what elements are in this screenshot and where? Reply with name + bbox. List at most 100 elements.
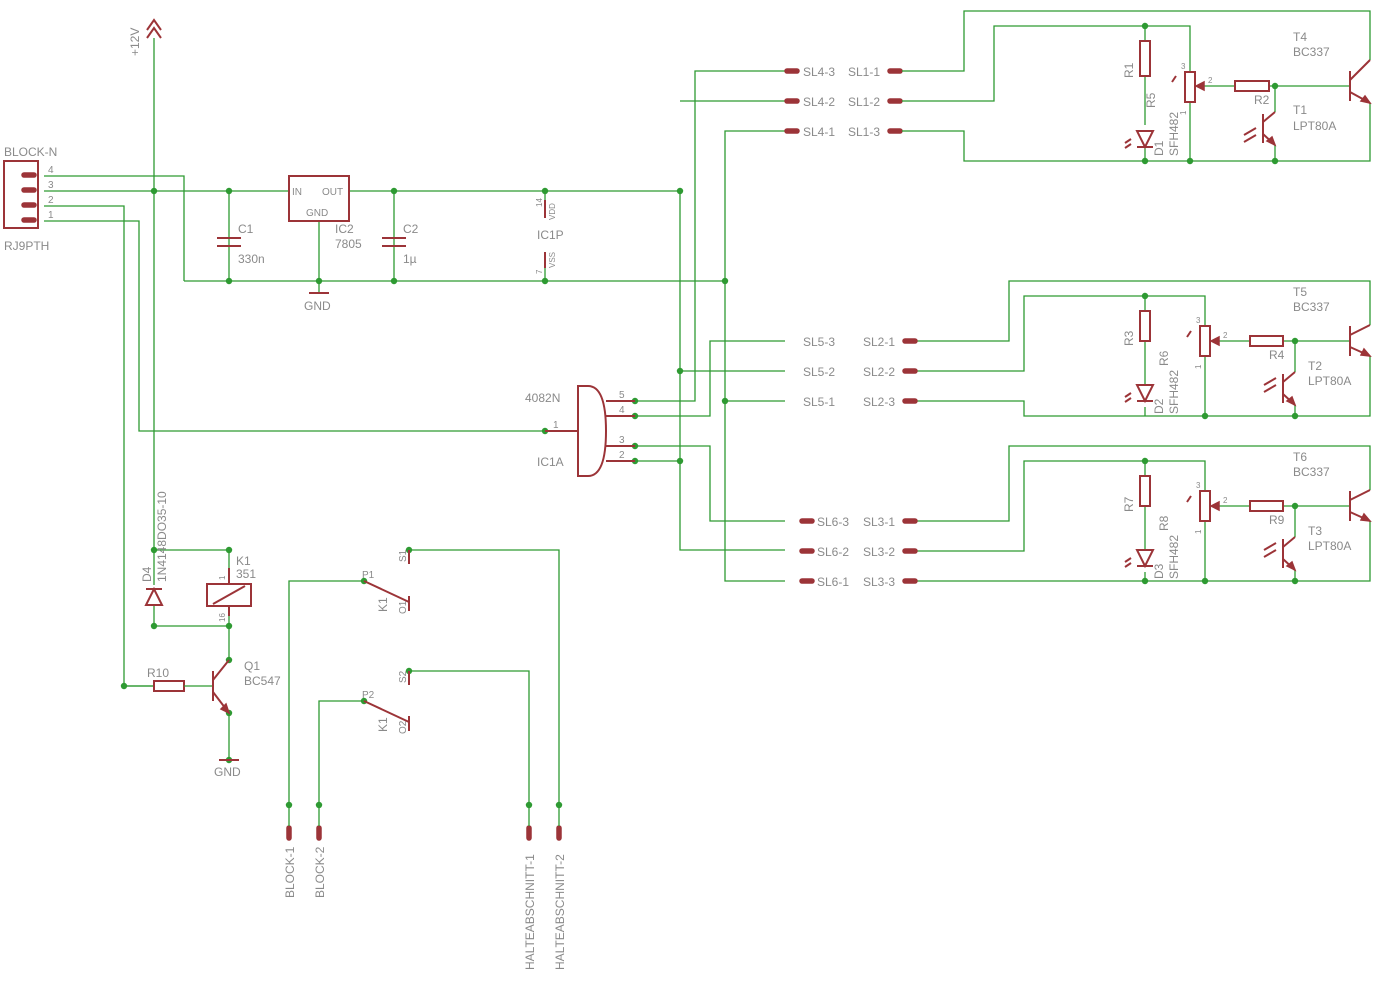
c1-value: 330n [238, 252, 265, 266]
sl3-2-label: SL3-2 [863, 545, 895, 559]
sl4-1-label: SL4-1 [803, 125, 835, 139]
pot1-pin-2: 2 [1208, 76, 1213, 85]
t5-name: T5 [1293, 285, 1307, 299]
t2-name: T2 [1308, 359, 1322, 373]
gate-pin-1: 1 [553, 420, 559, 431]
pot2-pin-3: 3 [1196, 316, 1201, 325]
connector-value: RJ9PTH [4, 239, 49, 253]
r3-name: R3 [1122, 330, 1136, 346]
q1-name: Q1 [244, 659, 260, 673]
resistor-r7 [1139, 475, 1151, 507]
c2-name: C2 [403, 222, 419, 236]
bridge-row-4: SL5-3 SL2-1 [803, 335, 918, 349]
t6-value: BC337 [1293, 465, 1330, 479]
d3-value: SFH482 [1167, 535, 1181, 579]
resistor-r3 [1139, 310, 1151, 342]
sl5-3-label: SL5-3 [803, 335, 835, 349]
switch-1-s: S1 [398, 549, 409, 562]
ic2-name: IC2 [335, 222, 354, 236]
potentiometer-r5 [1184, 71, 1196, 103]
t1-name: T1 [1293, 103, 1307, 117]
sensor-block-3: R7 R8 D3 SFH482 3 2 1 R9 T3 LPT80A T6 BC… [1122, 450, 1372, 579]
relay-value: 351 [236, 567, 256, 581]
output-block-2: BLOCK-2 [313, 846, 327, 898]
relay-switch-2: P2 S2 O2 K1 [362, 670, 410, 734]
capacitor-c1: C1 330n [217, 222, 265, 266]
potentiometer-r6 [1199, 325, 1211, 357]
sl6-1-label: SL6-1 [817, 575, 849, 589]
output-halteabschnitt-2: HALTEABSCHNITT-2 [553, 854, 567, 970]
resistor-r2 [1234, 80, 1270, 92]
wires-right [635, 10, 1371, 582]
gate-pin-5: 5 [619, 390, 625, 401]
bridge-row-1: SL4-3 SL1-1 [784, 65, 910, 79]
r9-name: R9 [1269, 513, 1285, 527]
output-block-1: BLOCK-1 [283, 846, 297, 898]
r4-name: R4 [1269, 348, 1285, 362]
resistor-r9 [1249, 500, 1284, 512]
t3-value: LPT80A [1308, 539, 1351, 553]
sl1-1-label: SL1-1 [848, 65, 880, 79]
gnd-label-1: GND [304, 299, 331, 313]
sl2-1-label: SL2-1 [863, 335, 895, 349]
sensor-block-2: R3 R6 D2 SFH482 3 2 1 R4 T2 LPT80A T5 BC… [1122, 285, 1372, 414]
gate-pin-4: 4 [619, 405, 625, 416]
sl6-3-label: SL6-3 [817, 515, 849, 529]
t1-value: LPT80A [1293, 119, 1336, 133]
pot1-pin-3: 3 [1181, 62, 1186, 71]
supply-12v-label: +12V [128, 28, 142, 56]
connector-pin-1: 1 [48, 210, 54, 221]
t2-value: LPT80A [1308, 374, 1351, 388]
sl3-3-label: SL3-3 [863, 575, 895, 589]
switch-1-o: O1 [398, 600, 409, 614]
d1-name: D1 [1152, 140, 1166, 156]
r10-name: R10 [147, 666, 169, 680]
ic1p-vdd-pin: 14 [535, 198, 544, 207]
pot2-pin-2: 2 [1223, 331, 1228, 340]
relay-k1: K1 351 1 16 [206, 554, 256, 622]
t3-name: T3 [1308, 524, 1322, 538]
r6-name: R6 [1157, 350, 1171, 366]
d3-name: D3 [1152, 563, 1166, 579]
pot2-pin-1: 1 [1194, 364, 1203, 369]
bridge-row-7: SL6-3 SL3-1 [799, 515, 918, 529]
gnd-label-2: GND [214, 765, 241, 779]
d4-value: 1N4148DO35-10 [155, 491, 169, 582]
ic1p-vdd: VDD [548, 203, 557, 220]
gate-name: IC1A [537, 455, 564, 469]
r5-name: R5 [1144, 92, 1158, 108]
led-d2 [1135, 384, 1155, 404]
gnd-symbol-2: GND [214, 759, 241, 779]
regulator-ic2: IN OUT GND IC2 7805 [288, 175, 362, 251]
gate-pin-2: 2 [619, 450, 625, 461]
diode-d4: D4 1N4148DO35-10 [140, 491, 169, 606]
switch-1-p: P1 [362, 570, 375, 581]
relay-switch-1: P1 S1 O1 K1 [362, 549, 410, 614]
output-halteabschnitt-1: HALTEABSCHNITT-1 [523, 854, 537, 970]
pot3-pin-1: 1 [1194, 529, 1203, 534]
d2-name: D2 [1152, 398, 1166, 414]
resistor-r10: R10 [124, 666, 213, 692]
bridge-row-8: SL6-2 SL3-2 [799, 545, 918, 559]
ic1p-vss-pin: 7 [535, 269, 544, 274]
d4-name: D4 [140, 566, 154, 582]
sl2-2-label: SL2-2 [863, 365, 895, 379]
sl5-2-label: SL5-2 [803, 365, 835, 379]
and-gate-ic1a: 4082N IC1A 5 4 1 3 2 [525, 385, 635, 477]
relay-pin-16: 16 [218, 613, 227, 622]
gate-type: 4082N [525, 391, 560, 405]
c2-value: 1µ [403, 252, 417, 266]
bridge-row-2: SL4-2 SL1-2 [784, 95, 910, 109]
pot1-pin-1: 1 [1179, 110, 1188, 115]
r8-name: R8 [1157, 515, 1171, 531]
bridge-row-5: SL5-2 SL2-2 [803, 365, 918, 379]
t4-name: T4 [1293, 30, 1307, 44]
switch-2-s: S2 [398, 670, 409, 683]
switch-2-o: O2 [398, 720, 409, 734]
switch-2-k: K1 [376, 717, 390, 732]
output-pads: BLOCK-1 BLOCK-2 HALTEABSCHNITT-1 HALTEAB… [283, 805, 567, 970]
ic2-value: 7805 [335, 237, 362, 251]
bridge-row-6: SL5-1 SL2-3 [803, 395, 918, 409]
pot3-pin-3: 3 [1196, 481, 1201, 490]
switch-2-p: P2 [362, 690, 375, 701]
